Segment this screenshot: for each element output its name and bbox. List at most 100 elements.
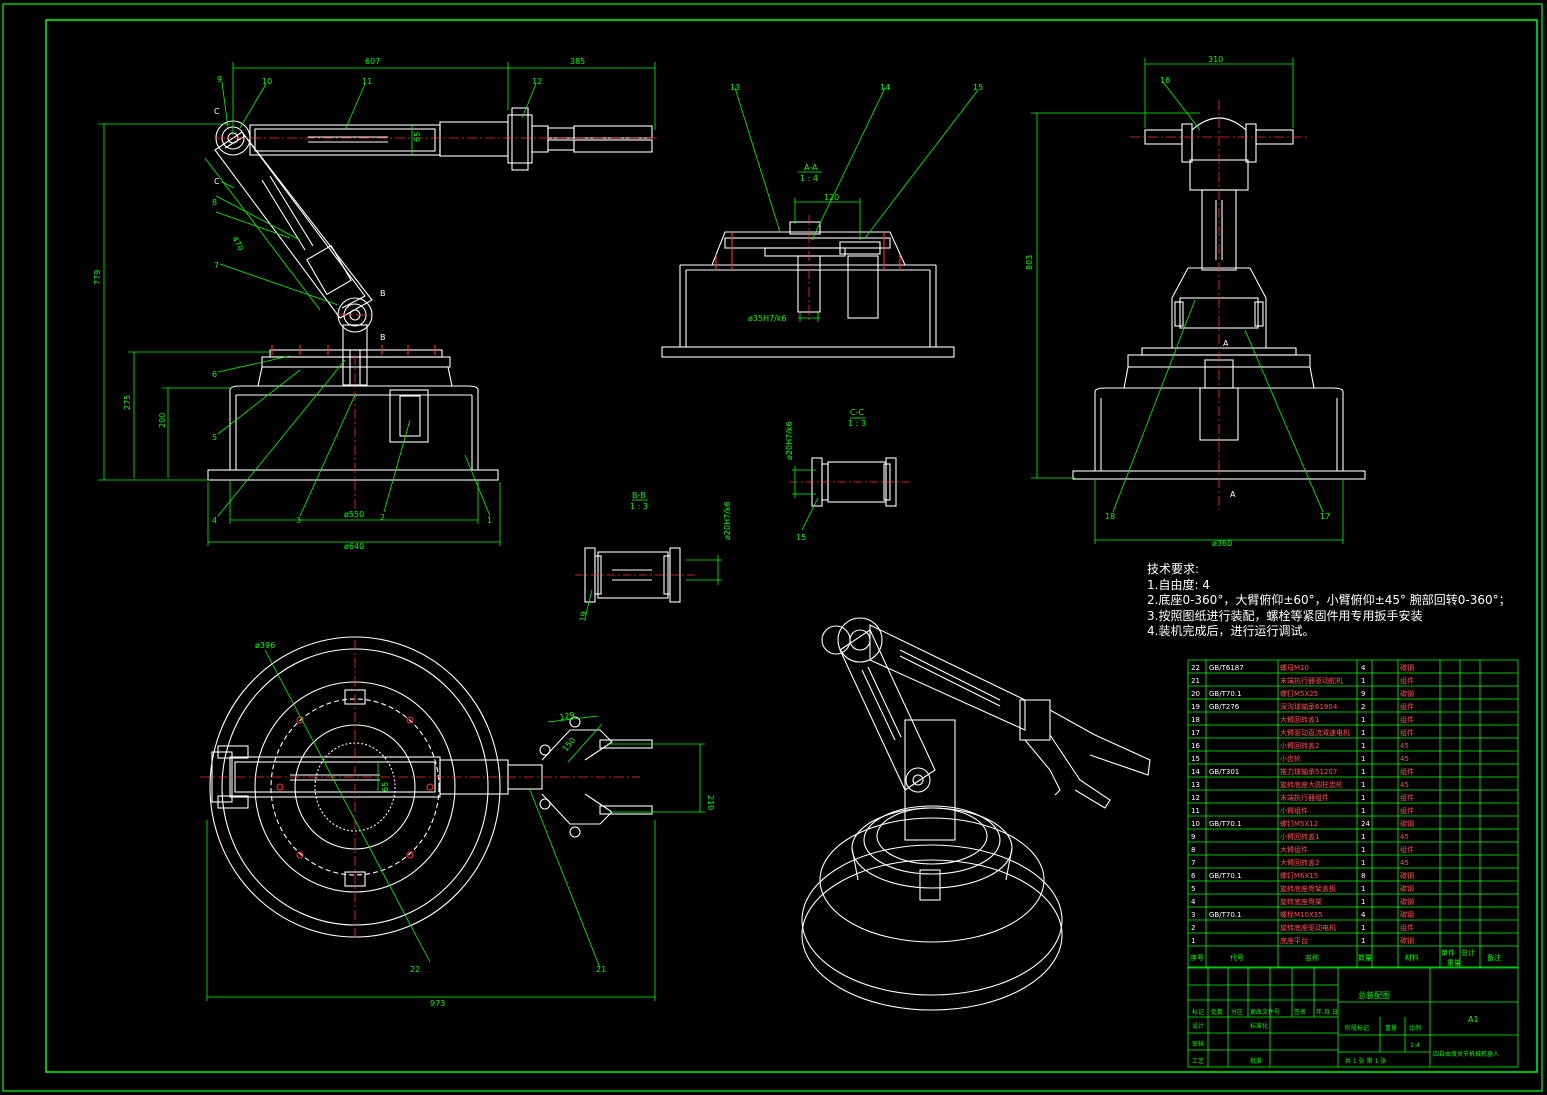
tb-scale-value: 1:4 <box>1410 1042 1420 1049</box>
bom-row-seq: 14 <box>1191 768 1200 776</box>
dim-bb-fit: ø20H7/k6 <box>723 501 732 540</box>
bom-row-code: GB/T70.1 <box>1209 690 1241 698</box>
tb-doc: 更改文件号 <box>1250 1008 1280 1016</box>
bom-row-qty: 1 <box>1361 885 1365 893</box>
bom-header-seq: 序号 <box>1190 953 1204 962</box>
balloon-15-cc: 15 <box>796 533 806 542</box>
bom-row-code: GB/T6187 <box>1209 664 1244 672</box>
tech-title: 技术要求: <box>1147 562 1200 576</box>
bom-row-code: GB/T70.1 <box>1209 820 1241 828</box>
section-a-a-scale: 1 : 4 <box>800 174 818 183</box>
dim-side-385: 385 <box>570 57 585 66</box>
bom-row-material: 组件 <box>1400 923 1414 932</box>
bom-row-qty: 1 <box>1361 833 1365 841</box>
tb-process: 工艺 <box>1192 1057 1204 1065</box>
bom-row-name: 旋转底座骨架 <box>1280 897 1322 906</box>
tb-standard: 标准化 <box>1250 1022 1268 1030</box>
bom-header-qty: 数量 <box>1358 953 1372 962</box>
bom-row-seq: 16 <box>1191 742 1200 750</box>
bom-row-qty: 4 <box>1361 911 1366 919</box>
tech-line-4: 4.装机完成后，进行运行调试。 <box>1147 624 1315 638</box>
section-b-b-scale: 1 : 3 <box>630 502 648 511</box>
bom-row-material: 45 <box>1400 833 1409 841</box>
dim-side-65: 65 <box>413 132 422 142</box>
bom-row-seq: 18 <box>1191 716 1200 724</box>
bom-row-material: 碳钢 <box>1400 897 1414 906</box>
bom-row-name: 小臂回转盖2 <box>1280 741 1319 750</box>
title-block <box>1187 966 1519 1068</box>
tb-sign: 签名 <box>1294 1008 1306 1016</box>
bom-row-seq: 3 <box>1191 911 1195 919</box>
bom-row-name: 小臂回转盖1 <box>1280 832 1319 841</box>
bom-header-unit: 单件 <box>1441 948 1455 957</box>
bom-row-seq: 10 <box>1191 820 1200 828</box>
bom-row-material: 组件 <box>1400 767 1414 776</box>
bom-header-material: 材料 <box>1405 953 1419 962</box>
bom-row-material: 碳钢 <box>1400 871 1414 880</box>
bom-row-name: 大臂组件 <box>1280 845 1308 854</box>
bom-row-seq: 2 <box>1191 924 1195 932</box>
bom-row-seq: 8 <box>1191 846 1195 854</box>
bom-header-total: 总计 <box>1461 948 1475 957</box>
bom-row-name: 旋转底座驱动电机 <box>1280 923 1336 932</box>
dim-top-210: 210 <box>706 795 715 810</box>
bom-row-seq: 1 <box>1191 937 1195 945</box>
balloon-5: 5 <box>212 433 217 442</box>
bom-row-material: 碳钢 <box>1400 819 1414 828</box>
bom-row-seq: 11 <box>1191 807 1200 815</box>
bom-row-material: 组件 <box>1400 715 1414 724</box>
tb-scale: 比例 <box>1409 1024 1421 1032</box>
bom-row-seq: 20 <box>1191 690 1200 698</box>
section-mark-c-bottom: C <box>214 177 220 186</box>
tb-stage: 阶段标记 <box>1345 1024 1369 1032</box>
section-b-b-title: B-B <box>632 491 646 500</box>
tech-line-1: 1.自由度: 4 <box>1147 577 1210 592</box>
bom-row-seq: 17 <box>1191 729 1200 737</box>
bom-row-name: 螺母M10 <box>1280 663 1309 672</box>
bom-row-qty: 1 <box>1361 716 1365 724</box>
bom-row-qty: 1 <box>1361 846 1365 854</box>
dim-side-640: ø640 <box>344 542 364 551</box>
balloon-2: 2 <box>380 513 385 522</box>
bom-row-name: 大臂驱动直流减速电机 <box>1280 728 1350 737</box>
dim-front-803: 803 <box>1025 255 1034 270</box>
bom-header-code: 代号 <box>1230 953 1244 962</box>
bom-header-weight: 重量 <box>1447 959 1461 967</box>
bom-row-name: 旋转底座骨架盖板 <box>1280 884 1336 893</box>
bom-row-material: 碳钢 <box>1400 689 1414 698</box>
section-c-c-title: C-C <box>850 408 864 417</box>
bom-row-qty: 1 <box>1361 677 1365 685</box>
bom-row-seq: 7 <box>1191 859 1195 867</box>
section-mark-a-bottom: A <box>1230 490 1236 499</box>
bom-row-code: GB/T70.1 <box>1209 872 1241 880</box>
balloon-1: 1 <box>487 516 492 525</box>
bom-row-code: GB/T301 <box>1209 768 1239 776</box>
bom-row-name: 小臂组件 <box>1280 806 1308 815</box>
bom-row-qty: 1 <box>1361 859 1365 867</box>
dim-side-607: 607 <box>365 57 380 66</box>
section-c-c-scale: 1 : 3 <box>848 419 866 428</box>
tb-weight: 重量 <box>1385 1024 1397 1032</box>
balloon-16: 16 <box>1160 76 1170 85</box>
tb-review: 审核 <box>1192 1040 1204 1048</box>
tb-mark: 标记 <box>1192 1008 1204 1016</box>
bom-row-qty: 1 <box>1361 937 1365 945</box>
balloon-6: 6 <box>212 370 217 379</box>
section-mark-c-top: C <box>214 107 220 116</box>
technical-requirements: 技术要求: 1.自由度: 4 2.底座0-360°，大臂俯仰±60°，小臂俯仰±… <box>1147 562 1511 640</box>
section-mark-b-bottom: B <box>380 333 386 342</box>
bom-row-material: 碳钢 <box>1400 910 1414 919</box>
bom-row-material: 组件 <box>1400 702 1414 711</box>
drawing-border <box>2 3 1543 1092</box>
balloon-12: 12 <box>532 77 542 86</box>
bom-row-qty: 9 <box>1361 690 1365 698</box>
bom-row-seq: 15 <box>1191 755 1200 763</box>
dim-front-310: 310 <box>1208 55 1223 64</box>
bom-row-material: 组件 <box>1400 793 1414 802</box>
dim-side-200: 200 <box>158 413 167 428</box>
dim-top-973: 973 <box>430 999 445 1008</box>
section-a-a-title: A-A <box>804 163 818 172</box>
bom-row-name: 深沟球轴承61904 <box>1280 702 1338 711</box>
